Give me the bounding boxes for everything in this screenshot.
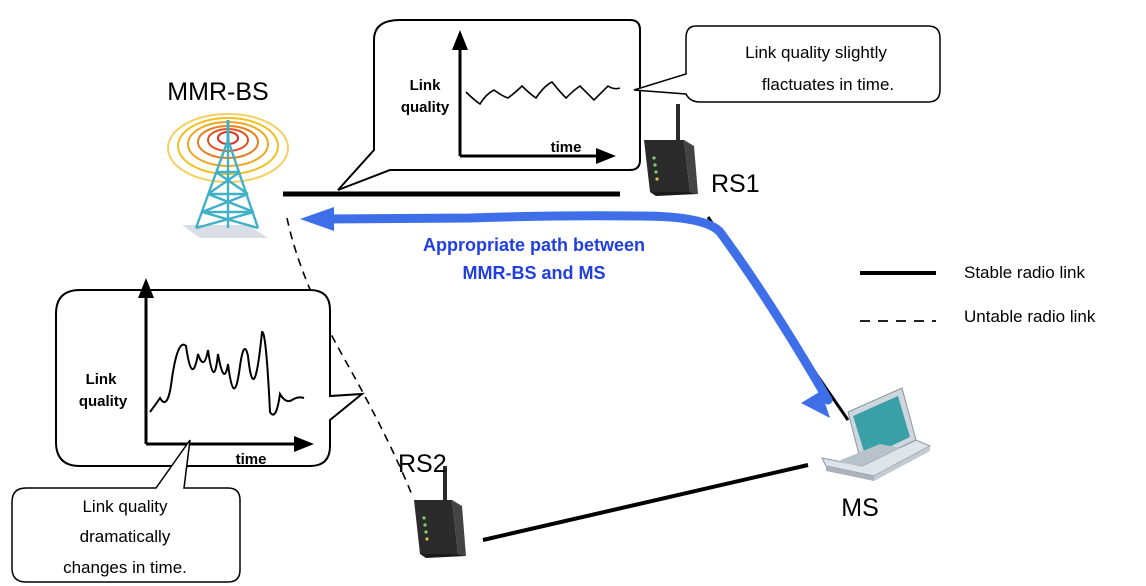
top-graph-signal xyxy=(465,80,621,106)
rs2-router-icon xyxy=(414,466,466,558)
bottom-graph-ylabel-1: Link xyxy=(86,371,117,388)
bottom-callout-line1: Link quality xyxy=(82,497,168,516)
rs2-label: RS2 xyxy=(398,450,447,478)
top-callout-line1: Link quality slightly xyxy=(745,43,887,62)
appropriate-path-line xyxy=(317,211,833,405)
path-arrowhead-ms xyxy=(801,391,830,418)
legend: Stable radio link Untable radio link xyxy=(860,263,1096,326)
top-graph-ylabel-1: Link xyxy=(410,77,441,94)
bs-tower-icon xyxy=(167,113,289,238)
top-graph-callout xyxy=(337,19,641,191)
ms-label: MS xyxy=(841,494,879,522)
bottom-text-callout xyxy=(11,439,241,583)
bottom-graph-callout xyxy=(55,289,366,467)
path-label-line1: Appropriate path between xyxy=(423,235,645,255)
bottom-callout-line3: changes in time. xyxy=(63,558,187,577)
bottom-graph-signal xyxy=(149,330,305,416)
bs-label: MMR-BS xyxy=(167,78,268,106)
top-graph-ylabel-2: quality xyxy=(401,99,450,116)
top-text-callout xyxy=(633,25,941,103)
bottom-callout-line2: dramatically xyxy=(80,527,171,546)
top-graph xyxy=(452,30,621,164)
path-arrowhead-bs xyxy=(300,207,334,231)
legend-stable-label: Stable radio link xyxy=(964,263,1085,282)
rs1-router-icon xyxy=(644,104,698,196)
bottom-graph-ylabel-2: quality xyxy=(79,393,128,410)
bottom-graph xyxy=(138,278,314,452)
ms-laptop-icon xyxy=(821,387,932,481)
link-rs2-ms xyxy=(482,463,809,542)
path-label-line2: MMR-BS and MS xyxy=(463,263,606,283)
top-graph-xlabel: time xyxy=(551,139,582,156)
top-callout-line2: flactuates in time. xyxy=(762,75,894,94)
legend-unstable-label: Untable radio link xyxy=(964,307,1096,326)
rs1-label: RS1 xyxy=(711,170,760,198)
bottom-graph-xlabel: time xyxy=(236,451,267,468)
